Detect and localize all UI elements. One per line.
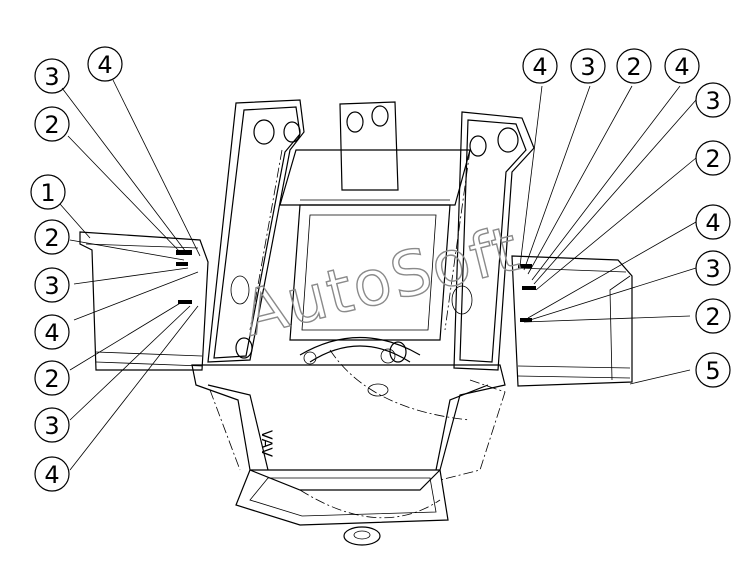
- svg-text:4: 4: [674, 53, 689, 81]
- svg-text:2: 2: [44, 111, 59, 139]
- fastener-markers: [176, 250, 536, 322]
- callout-left-9: 3: [34, 407, 70, 443]
- svg-text:5: 5: [705, 357, 720, 385]
- callout-right-3: 2: [616, 48, 652, 84]
- callout-left-3: 2: [34, 106, 70, 142]
- svg-text:3: 3: [580, 53, 595, 81]
- svg-text:2: 2: [705, 303, 720, 331]
- svg-text:3: 3: [705, 255, 720, 283]
- svg-text:4: 4: [44, 319, 59, 347]
- svg-text:4: 4: [532, 53, 547, 81]
- svg-text:4: 4: [97, 51, 112, 79]
- callout-right-8: 3: [695, 250, 731, 286]
- callout-right-1: 4: [522, 48, 558, 84]
- callout-right-2: 3: [570, 48, 606, 84]
- svg-text:3: 3: [44, 272, 59, 300]
- callout-right-5: 3: [695, 82, 731, 118]
- svg-text:3: 3: [44, 63, 59, 91]
- left-mounting-plate: [79, 231, 209, 371]
- callout-right-6: 2: [695, 140, 731, 176]
- svg-text:2: 2: [705, 145, 720, 173]
- callout-left-4: 1: [30, 174, 66, 210]
- right-mounting-plate: [511, 255, 633, 387]
- callout-left-6: 3: [34, 267, 70, 303]
- svg-text:AutoSoft: AutoSoft: [236, 211, 528, 350]
- callout-left-1: 3: [34, 58, 70, 94]
- callout-left-2: 4: [87, 46, 123, 82]
- svg-text:VAV: VAV: [258, 430, 274, 457]
- callout-right-7: 4: [695, 204, 731, 240]
- callout-left-5: 2: [34, 219, 70, 255]
- svg-text:1: 1: [40, 179, 55, 207]
- svg-text:3: 3: [705, 87, 720, 115]
- svg-text:4: 4: [44, 461, 59, 489]
- svg-text:2: 2: [626, 53, 641, 81]
- leader-lines: [59, 79, 697, 471]
- svg-text:4: 4: [705, 209, 720, 237]
- svg-text:2: 2: [44, 224, 59, 252]
- svg-text:2: 2: [44, 365, 59, 393]
- autosoft-watermark: AutoSoft: [235, 211, 528, 352]
- frame-assembly-drawing: VAV: [191, 99, 535, 546]
- hidden-lines: [209, 149, 506, 519]
- callout-left-8: 2: [34, 360, 70, 396]
- callout-right-9: 2: [695, 298, 731, 334]
- svg-text:3: 3: [44, 412, 59, 440]
- callout-left-10: 4: [34, 456, 70, 492]
- callout-left-7: 4: [34, 314, 70, 350]
- callout-right-10: 5: [695, 352, 731, 388]
- callout-right-4: 4: [664, 48, 700, 84]
